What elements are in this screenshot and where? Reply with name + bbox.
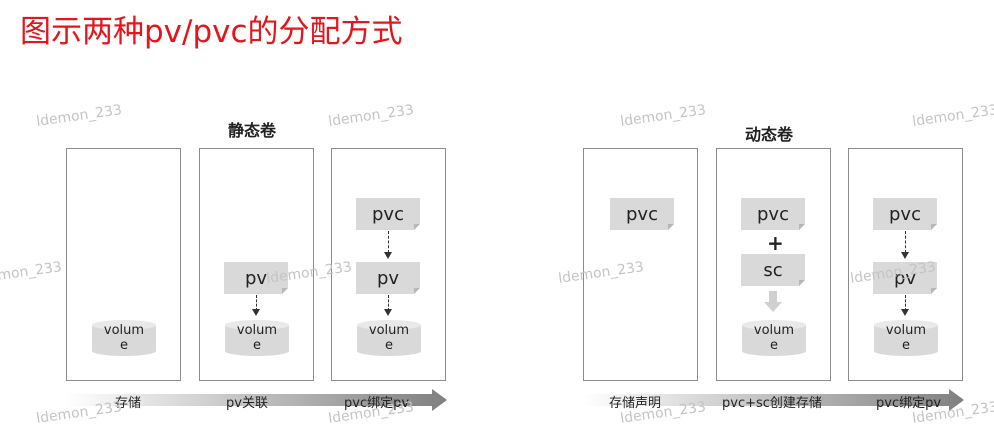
pvc-label: pvc <box>626 203 658 225</box>
step-label: pvc绑定pv <box>344 396 410 411</box>
dashed-arrow <box>905 231 906 253</box>
pv-label: pv <box>244 267 268 289</box>
static-process-bar <box>66 389 447 411</box>
step-label: pv关联 <box>226 396 268 411</box>
dashed-arrow <box>905 295 906 311</box>
pv-box: pv <box>356 262 420 294</box>
page-title: 图示两种pv/pvc的分配方式 <box>20 14 403 50</box>
pvc-label: pvc <box>757 203 789 225</box>
arrow-head-icon <box>901 309 909 316</box>
plus-sign: + <box>767 231 784 255</box>
volume-label: volume <box>368 323 410 353</box>
arrow-head-icon <box>901 252 909 259</box>
volume-cylinder: volume <box>224 319 290 357</box>
volume-cylinder: volume <box>356 319 422 357</box>
dynamic-panel-bind: pvc pv volume <box>848 148 963 381</box>
pvc-label: pvc <box>889 203 921 225</box>
volume-label: volume <box>236 323 278 353</box>
static-panel-storage: volume <box>66 148 181 381</box>
volume-cylinder: volume <box>741 319 807 357</box>
static-panel-pv: pv volume <box>199 148 314 381</box>
watermark: ldemon_233 <box>35 102 123 130</box>
step-label: 存储声明 <box>609 396 662 411</box>
pv-box: pv <box>224 262 288 294</box>
step-label: pvc绑定pv <box>876 396 942 411</box>
watermark: ldemon_233 <box>619 102 707 130</box>
dashed-arrow <box>256 295 257 311</box>
volume-label: volume <box>885 323 927 353</box>
pvc-label: pvc <box>372 203 404 225</box>
sc-box: sc <box>741 254 805 286</box>
step-label: pvc+sc创建存储 <box>722 396 822 411</box>
dynamic-panel-create: pvc + sc volume <box>716 148 831 381</box>
step-label: 存储 <box>115 396 142 411</box>
volume-label: volume <box>103 323 145 353</box>
watermark: ldemon_233 <box>0 259 63 287</box>
watermark: ldemon_233 <box>327 102 415 130</box>
arrow-head-icon <box>384 252 392 259</box>
static-panel-pvc: pvc pv volume <box>331 148 446 381</box>
pv-label: pv <box>376 267 400 289</box>
gray-down-arrow-icon <box>764 291 782 312</box>
dynamic-volume-heading: 动态卷 <box>745 125 794 144</box>
dynamic-process-bar <box>583 389 964 411</box>
arrow-head-icon <box>252 309 260 316</box>
volume-label: volume <box>753 323 795 353</box>
pv-box: pv <box>873 262 937 294</box>
sc-label: sc <box>763 259 783 281</box>
pvc-box: pvc <box>741 198 805 230</box>
dashed-arrow <box>388 231 389 253</box>
arrow-head-icon <box>384 309 392 316</box>
watermark: ldemon_233 <box>911 102 994 130</box>
volume-cylinder: volume <box>91 319 157 357</box>
volume-cylinder: volume <box>873 319 939 357</box>
pvc-box: pvc <box>610 198 674 230</box>
static-volume-heading: 静态卷 <box>228 121 277 140</box>
dashed-arrow <box>388 295 389 311</box>
pvc-box: pvc <box>873 198 937 230</box>
pv-label: pv <box>893 267 917 289</box>
pvc-box: pvc <box>356 198 420 230</box>
dynamic-panel-claim: pvc <box>583 148 698 381</box>
